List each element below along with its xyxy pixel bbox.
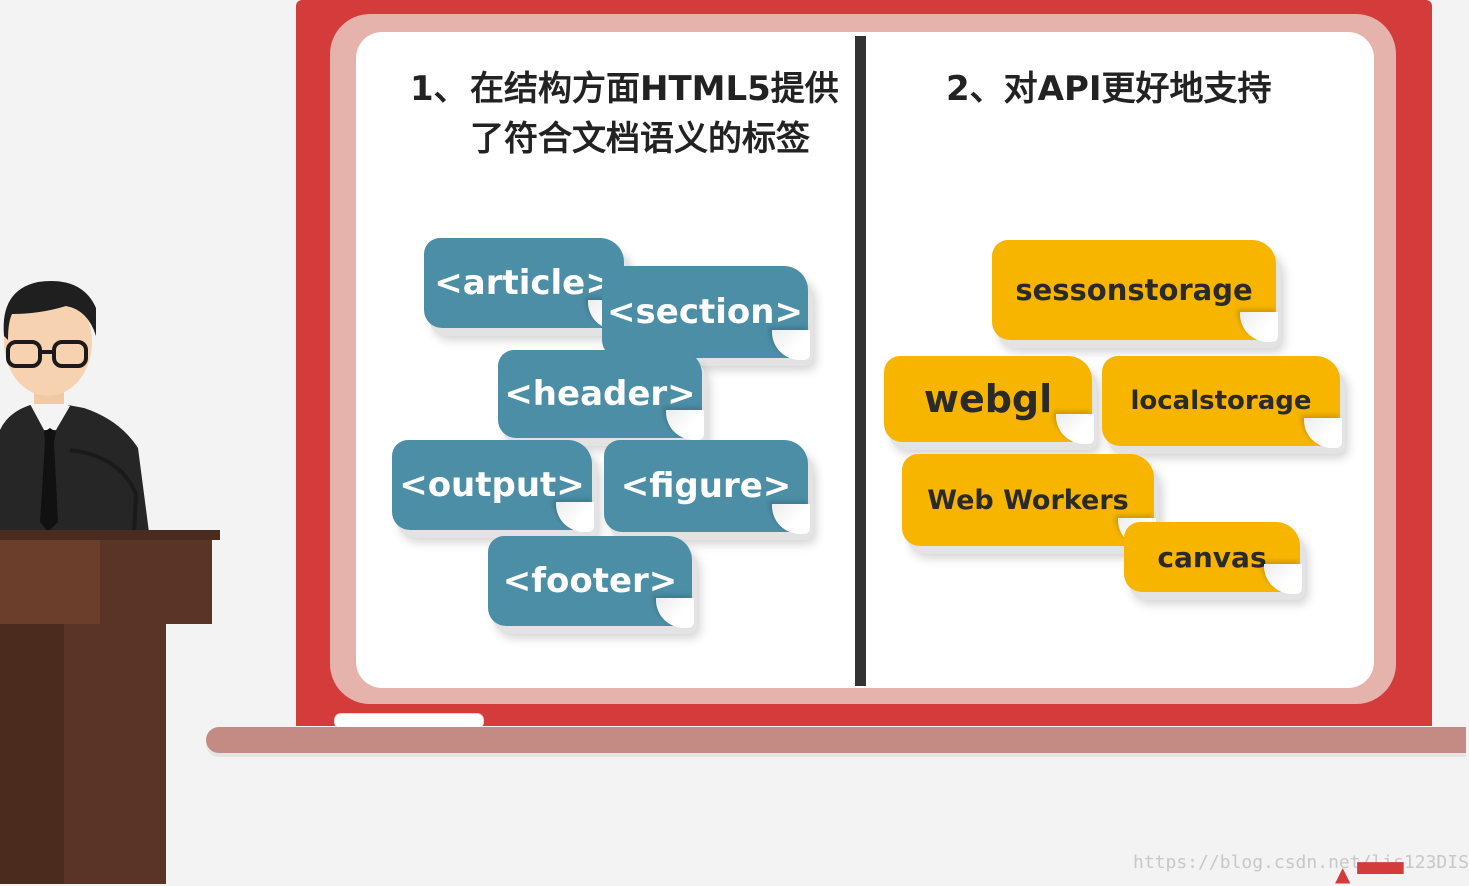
podium-top — [0, 530, 220, 540]
tag-localstorage: localstorage — [1102, 356, 1342, 448]
page-curl-icon — [1304, 418, 1342, 448]
presenter-suit — [0, 402, 150, 540]
tag-article-label: <article> — [434, 263, 614, 303]
tag-figure-label: <figure> — [620, 466, 792, 506]
corner-logo-icon: ▲ ▀▀▀ — [1335, 862, 1404, 886]
left-heading-number: 1、 — [410, 69, 468, 109]
tag-web-workers: Web Workers — [902, 454, 1156, 548]
tag-sessonstorage-label: sessonstorage — [1015, 273, 1253, 307]
page-curl-icon — [656, 598, 694, 628]
presenter-head — [4, 288, 92, 396]
board-divider — [855, 36, 866, 686]
podium-body-shade — [0, 624, 64, 884]
tag-canvas: canvas — [1124, 522, 1302, 594]
page-curl-icon — [1056, 414, 1094, 444]
right-heading: 2、对API更好地支持 — [946, 69, 1272, 109]
microphone-icon — [69, 448, 139, 535]
tag-article: <article> — [424, 238, 626, 330]
tag-header-label: <header> — [504, 374, 696, 414]
page-curl-icon — [772, 330, 810, 360]
page-curl-icon — [772, 504, 810, 534]
podium-upper-shade — [100, 540, 212, 624]
page-curl-icon — [1264, 564, 1302, 594]
page-curl-icon — [666, 410, 704, 440]
presenter-shirt — [30, 398, 70, 430]
tag-footer: <footer> — [488, 536, 694, 628]
tag-web-workers-label: Web Workers — [927, 484, 1129, 516]
left-heading: 在结构方面HTML5提供了符合文档语义的标签 — [470, 69, 839, 159]
tag-footer-label: <footer> — [502, 561, 678, 601]
tag-sessonstorage: sessonstorage — [992, 240, 1278, 342]
tag-canvas-label: canvas — [1157, 540, 1267, 574]
presenter-tie — [40, 428, 58, 532]
tag-figure: <figure> — [604, 440, 810, 534]
board-shelf — [206, 727, 1466, 753]
tag-localstorage-label: localstorage — [1130, 386, 1312, 416]
tag-output: <output> — [392, 440, 594, 532]
page-curl-icon — [556, 502, 594, 532]
tag-section-label: <section> — [607, 292, 803, 332]
page-curl-icon — [1240, 312, 1278, 342]
presenter-hair — [3, 281, 96, 340]
presenter-illustration — [0, 281, 220, 884]
watermark: https://blog.csdn.net/lis123DIS — [1133, 852, 1469, 873]
tag-webgl-label: webgl — [923, 377, 1053, 421]
tag-output-label: <output> — [399, 465, 585, 505]
tag-webgl: webgl — [884, 356, 1094, 444]
tag-section: <section> — [602, 266, 810, 360]
tag-header: <header> — [498, 350, 704, 440]
